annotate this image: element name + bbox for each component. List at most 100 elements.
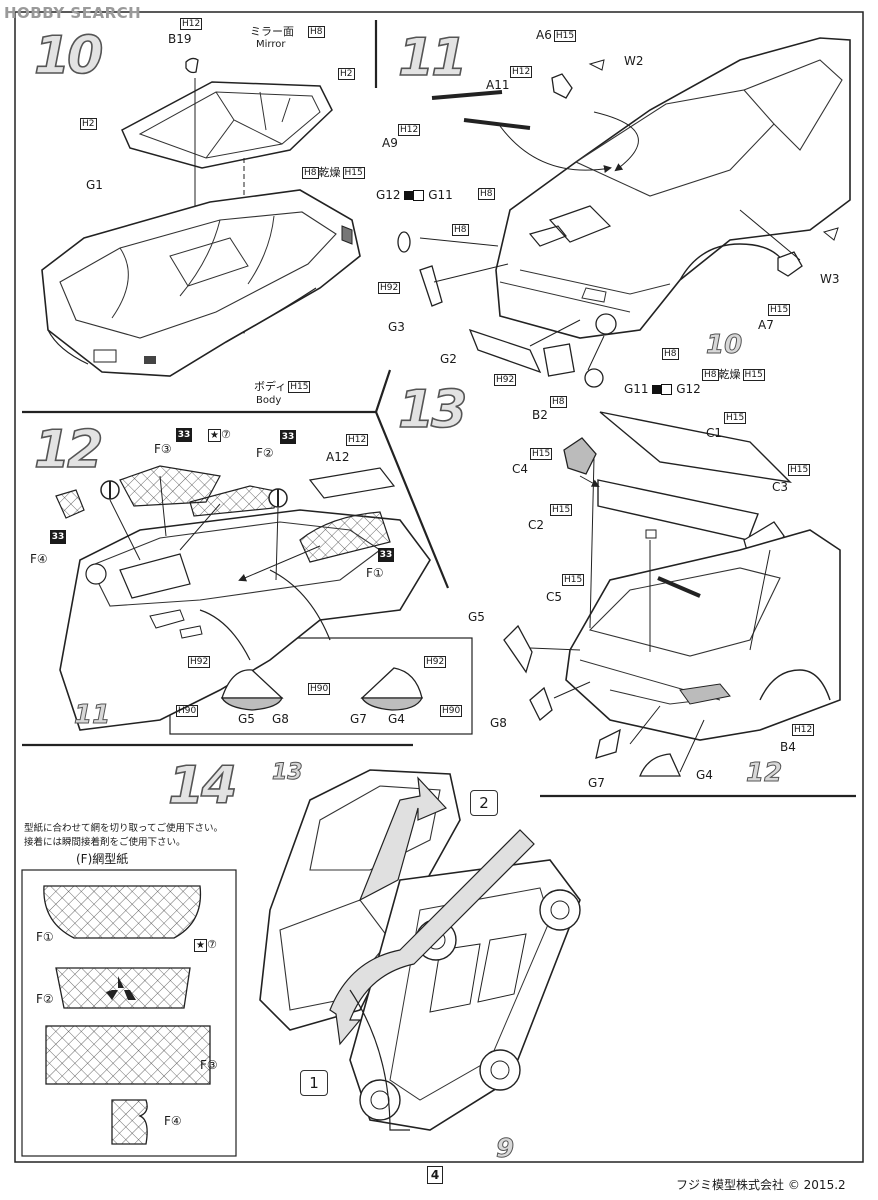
label-h2-left: H2 <box>80 117 97 130</box>
label-c4-paint: H15 <box>530 447 553 460</box>
template-f1-shape <box>43 885 202 939</box>
template-label-f1: F① <box>36 930 54 944</box>
label-c4: C4 <box>512 462 529 476</box>
reference-step-12: 12 <box>745 758 783 789</box>
label-g1: G1 <box>86 178 103 192</box>
step-13-number: 13 <box>397 379 468 441</box>
label-h8-bottom: H8 <box>662 347 679 360</box>
label-c3: C3 <box>772 480 789 494</box>
label-c5-paint: H15 <box>562 573 585 586</box>
template-title: (F)網型紙 <box>76 852 129 866</box>
label-star-7: ★⑦ <box>208 428 231 442</box>
template-f3-shape <box>45 1025 211 1085</box>
label-h2-right: H2 <box>338 67 355 80</box>
label-w2: W2 <box>624 54 644 68</box>
label-c1: C1 <box>706 426 723 440</box>
instruction-note-2: 接着には瞬間接着剤をご使用下さい。 <box>24 837 186 848</box>
inset-h90-center: H90 <box>308 682 331 695</box>
step-10-illustration <box>41 57 361 377</box>
label-a9: A9 <box>382 136 398 150</box>
template-label-f2: F② <box>36 992 54 1006</box>
step-10-number: 10 <box>33 25 104 87</box>
label-f4: F④ <box>30 552 48 566</box>
label-w3: W3 <box>820 272 840 286</box>
label-mirror-paint: H8 <box>308 25 325 38</box>
label-f2: F② <box>256 446 274 460</box>
reference-step-9: 9 <box>495 1134 515 1165</box>
inset-h92-right: H92 <box>424 655 447 668</box>
inset-g8: G8 <box>272 712 289 726</box>
label-g4: G4 <box>696 768 713 782</box>
label-a7: A7 <box>758 318 774 332</box>
label-c2-paint: H15 <box>550 503 573 516</box>
label-b19-paint: H12 <box>180 17 203 30</box>
label-b19: B19 <box>168 32 192 46</box>
label-h8-mid: H8 <box>452 223 469 236</box>
template-star-7: ★⑦ <box>194 938 217 952</box>
star-icon: ★ <box>194 939 207 952</box>
label-a12: A12 <box>326 450 350 464</box>
badge-33-f3: 33 <box>176 428 192 442</box>
label-g3: G3 <box>388 320 405 334</box>
label-b4-paint: H12 <box>792 723 815 736</box>
inset-h92-left: H92 <box>188 655 211 668</box>
label-b2-paint: H8 <box>550 395 567 408</box>
label-h8-top: H8 <box>478 187 495 200</box>
label-g2: G2 <box>440 352 457 366</box>
reference-step-13: 13 <box>272 760 304 786</box>
label-b2: B2 <box>532 408 548 422</box>
page-number: 4 <box>427 1166 443 1184</box>
label-b4: B4 <box>780 740 796 754</box>
reference-step-10: 10 <box>705 330 743 361</box>
inset-g7: G7 <box>350 712 367 726</box>
label-g7: G7 <box>588 776 605 790</box>
inset-g5: G5 <box>238 712 255 726</box>
step-12-number: 12 <box>33 419 104 481</box>
label-g11-g12: G11 G12 <box>624 382 701 396</box>
step-14-number: 14 <box>167 755 238 817</box>
template-f4-shape <box>111 1099 148 1145</box>
label-g12-g11: G12 G11 <box>376 188 453 202</box>
label-a7-paint: H15 <box>768 303 791 316</box>
step-11-number: 11 <box>397 27 468 89</box>
order-box-1: 1 <box>300 1070 328 1096</box>
label-h92-g2: H92 <box>494 373 517 386</box>
reference-step-11: 11 <box>73 700 111 731</box>
label-a11-paint: H12 <box>510 65 533 78</box>
label-body-en: Body <box>256 395 282 406</box>
label-mirror-en: Mirror <box>256 39 286 50</box>
step-12-illustration <box>55 465 431 731</box>
inset-h90-right: H90 <box>440 704 463 717</box>
label-g5: G5 <box>468 610 485 624</box>
label-f3: F③ <box>154 442 172 456</box>
step-12-inset-lights <box>220 667 424 711</box>
emblem-icon <box>106 976 136 1000</box>
inset-g4: G4 <box>388 712 405 726</box>
label-c2: C2 <box>528 518 545 532</box>
step-11-illustration <box>397 37 851 388</box>
label-g8: G8 <box>490 716 507 730</box>
step-14-illustration <box>259 769 581 1131</box>
mesh-template-sheet <box>43 885 211 1145</box>
order-box-2: 2 <box>470 790 498 816</box>
label-c5: C5 <box>546 590 563 604</box>
label-c1-paint: H15 <box>724 411 747 424</box>
star-icon: ★ <box>208 429 221 442</box>
label-f1: F① <box>366 566 384 580</box>
instruction-note-1: 型紙に合わせて網を切り取ってご使用下さい。 <box>24 823 224 834</box>
label-a12-paint: H12 <box>346 433 369 446</box>
label-c3-paint: H15 <box>788 463 811 476</box>
copyright: フジミ模型株式会社 © 2015.2 <box>676 1178 846 1192</box>
template-label-f3: F③ <box>200 1058 218 1072</box>
badge-33-f1: 33 <box>378 548 394 562</box>
label-mirror-jp: ミラー面 <box>250 25 294 38</box>
inset-h90-left: H90 <box>176 704 199 717</box>
watermark: HOBBY SEARCH <box>4 4 142 22</box>
template-label-f4: F④ <box>164 1114 182 1128</box>
